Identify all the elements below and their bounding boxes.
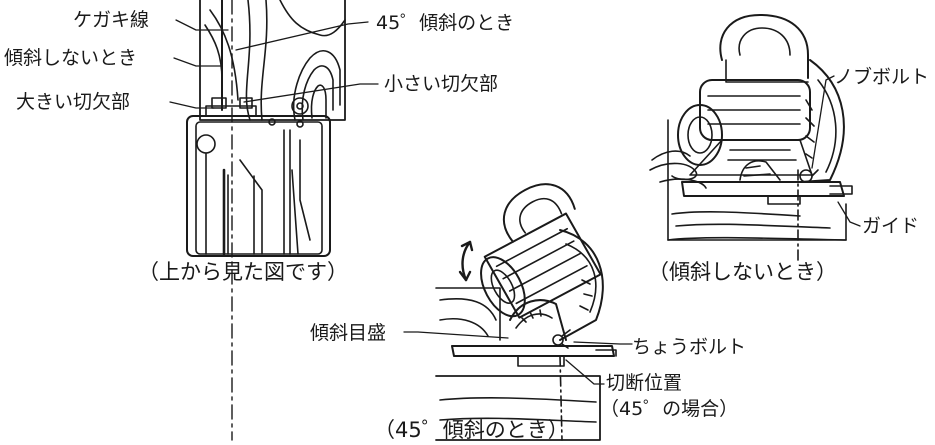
label-knob-bolt: ノブボルト bbox=[834, 66, 930, 88]
base-plate bbox=[186, 97, 331, 257]
label-guide: ガイド bbox=[862, 215, 920, 237]
label-no-tilt: 傾斜しないとき bbox=[4, 47, 138, 69]
no-tilt-view-drawing bbox=[649, 14, 853, 261]
no-tilt-leaders bbox=[811, 75, 861, 227]
label-tilt-scale: 傾斜目盛 bbox=[310, 322, 387, 344]
tilt-45-leaders bbox=[403, 331, 633, 385]
caption-no-tilt-view: （傾斜しないとき） bbox=[648, 260, 837, 284]
label-small-notch: 小さい切欠部 bbox=[384, 73, 499, 95]
label-scribe-line: ケガキ線 bbox=[73, 9, 150, 31]
caption-tilt-45-view: （45゜傾斜のとき） bbox=[374, 418, 569, 442]
label-cut-position: 切断位置 bbox=[606, 372, 683, 394]
top-view-leaders bbox=[169, 19, 379, 109]
label-wing-bolt: ちょうボルト bbox=[632, 336, 747, 358]
caption-top-view: （上から見た図です） bbox=[138, 260, 348, 284]
wood-board bbox=[199, 0, 346, 121]
label-tilt-45: 45゜傾斜のとき bbox=[376, 12, 515, 34]
tilt-45-view-drawing bbox=[435, 183, 617, 441]
label-cut-position-note: （45゜の場合） bbox=[600, 398, 739, 420]
label-large-notch: 大きい切欠部 bbox=[16, 91, 131, 113]
top-view-drawing bbox=[186, 0, 346, 441]
